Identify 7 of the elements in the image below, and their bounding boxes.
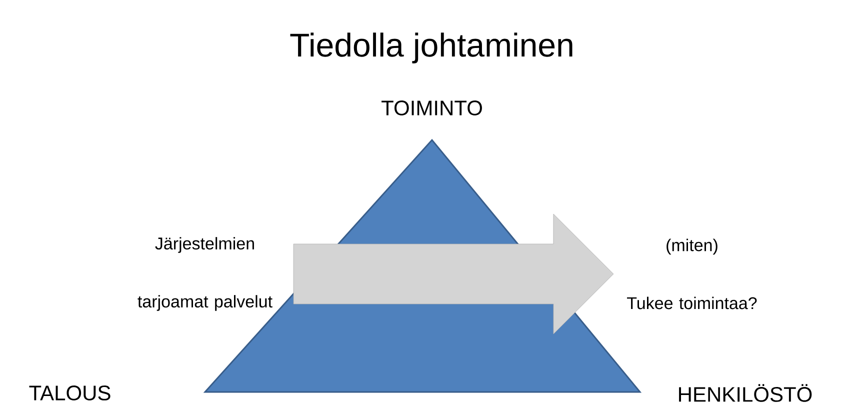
text-label: Järjestelmien tarjoamat palvelut (138, 237, 272, 311)
corner-label: HENKILÖSTÖ (679, 384, 812, 402)
block-arrow (293, 214, 614, 334)
corner-label: TALOUS (29, 386, 110, 400)
title: Tiedolla johtaminen (290, 32, 572, 64)
text-label: (miten) Tukee toimintaa? (627, 238, 757, 310)
corner-label: TOIMINTO (382, 100, 482, 116)
